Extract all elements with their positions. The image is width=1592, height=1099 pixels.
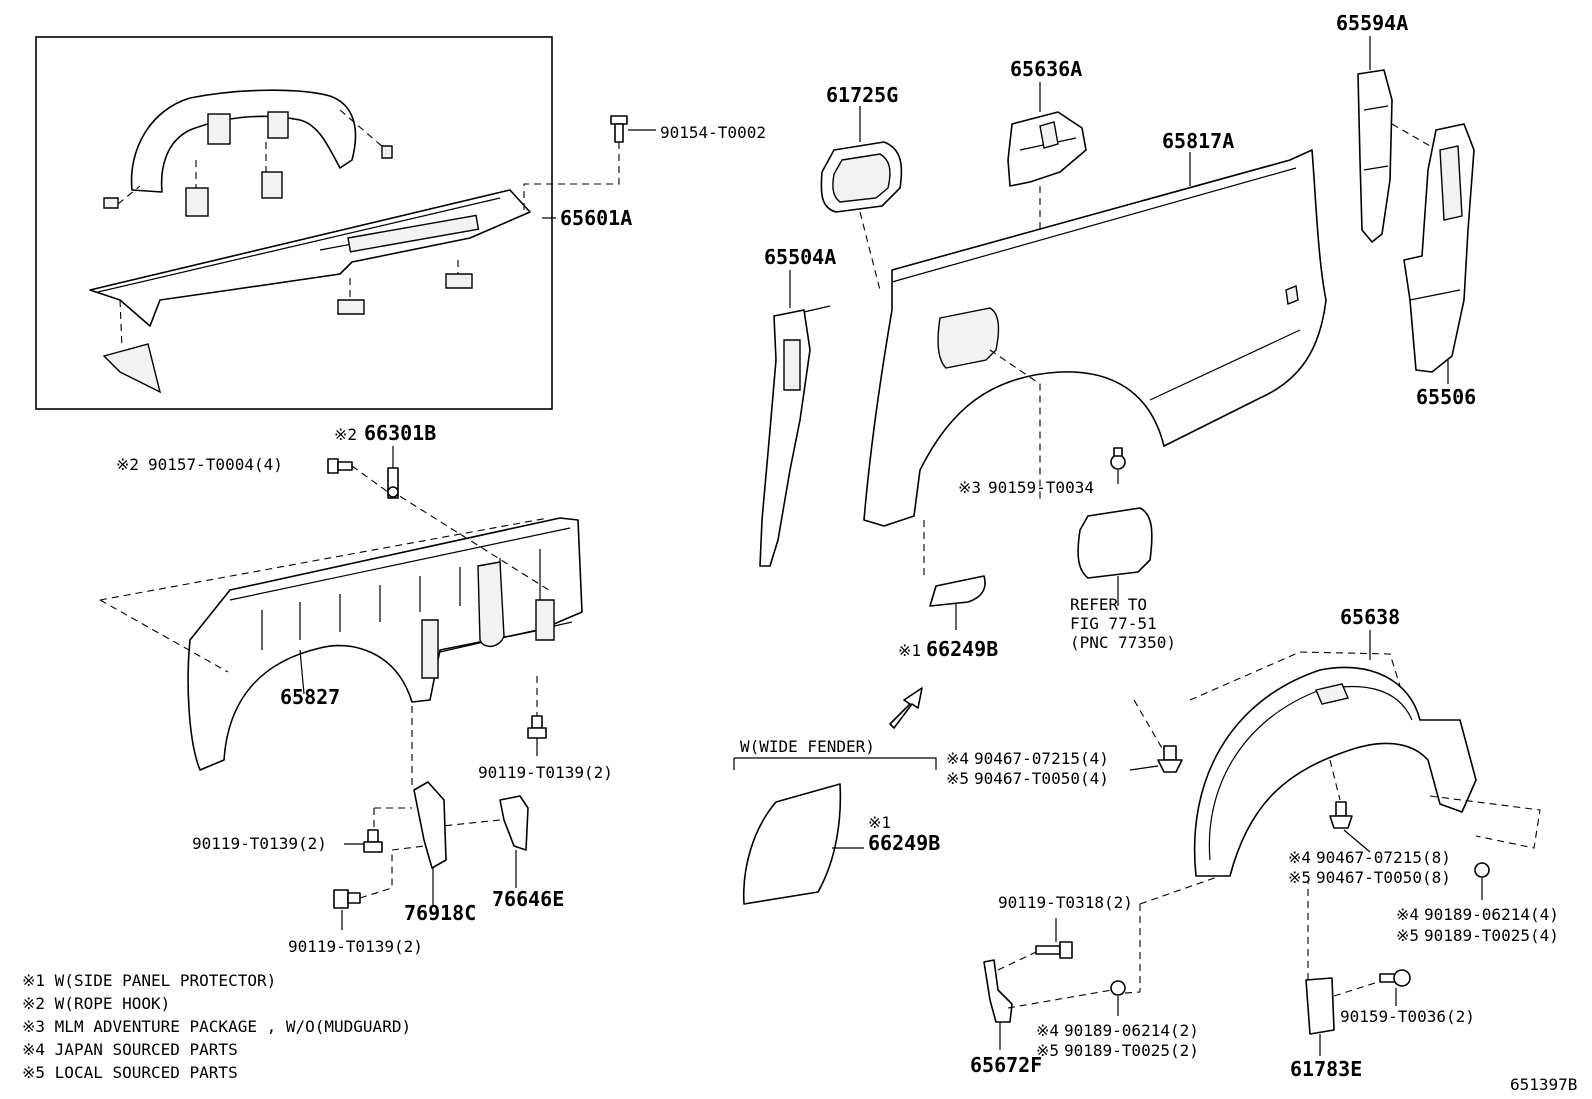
label-76646E: 76646E <box>492 887 564 911</box>
label-90154-T0002: 90154-T0002 <box>660 123 766 142</box>
clip-90119-mid-icon <box>363 829 383 853</box>
mark-90189-a2: ※5 <box>1396 926 1419 945</box>
mark-90157: ※2 <box>116 455 139 474</box>
mark-90467-a1: ※4 <box>946 749 969 768</box>
label-90467-b2: 90467-T0050(8) <box>1316 868 1451 887</box>
label-61725G: 61725G <box>826 83 898 107</box>
label-wide-fender: W(WIDE FENDER) <box>740 737 875 756</box>
clip-90467-b-icon <box>1329 801 1353 829</box>
mark-90189-b2: ※5 <box>1036 1041 1059 1060</box>
clip-90119-low-icon <box>333 850 393 909</box>
part-65601A-drawing <box>89 89 531 394</box>
label-90159-T0034: 90159-T0034 <box>988 478 1094 497</box>
part-65672F-drawing <box>983 959 1013 1023</box>
label-65506: 65506 <box>1416 385 1476 409</box>
label-90467-b1: 90467-07215(8) <box>1316 848 1451 867</box>
mark-90189-b1: ※4 <box>1036 1021 1059 1040</box>
arrow-icon <box>889 687 923 729</box>
part-66249B-small-drawing <box>929 575 986 607</box>
label-90119-T0139-mid: 90119-T0139(2) <box>192 834 327 853</box>
figure-id: 651397B <box>1510 1075 1577 1094</box>
label-66249B-b: 66249B <box>868 831 940 855</box>
mark-90159-T0034: ※3 <box>958 478 981 497</box>
fuel-lid-icon <box>1077 507 1153 579</box>
clip-90159-T0034-icon <box>1110 447 1126 470</box>
refer-line-3: (PNC 77350) <box>1070 633 1176 652</box>
clip-90467-a-icon <box>1157 745 1183 773</box>
part-65827-drawing <box>187 517 583 771</box>
part-61725G-drawing <box>820 141 903 213</box>
label-65636A: 65636A <box>1010 57 1082 81</box>
nut-90189-a-icon <box>1474 862 1490 878</box>
mark-90467-b2: ※5 <box>1288 868 1311 887</box>
label-90157-T0004: 90157-T0004(4) <box>148 455 283 474</box>
label-90119-T0139-low: 90119-T0139(2) <box>288 937 423 956</box>
screw-90159-T0036-icon <box>1379 969 1411 987</box>
mark-66301B: ※2 <box>334 425 357 444</box>
note-2: ※2 W(ROPE HOOK) <box>22 994 170 1013</box>
part-76918C-drawing <box>413 781 447 869</box>
label-65827: 65827 <box>280 685 340 709</box>
label-65601A: 65601A <box>560 206 632 230</box>
part-65504A-drawing <box>759 305 831 567</box>
label-66249B-a: 66249B <box>926 637 998 661</box>
label-66301B: 66301B <box>364 421 436 445</box>
label-76918C: 76918C <box>404 901 476 925</box>
nut-90189-b-icon <box>1110 980 1126 996</box>
part-65817A-drawing <box>863 149 1327 527</box>
part-65594A-drawing <box>1357 69 1393 243</box>
part-76646E-drawing <box>499 795 529 851</box>
label-90467-a1: 90467-07215(4) <box>974 749 1109 768</box>
part-65638-drawing <box>1193 666 1477 877</box>
mark-66249B-b: ※1 <box>868 813 891 832</box>
label-65504A: 65504A <box>764 245 836 269</box>
label-65594A: 65594A <box>1336 11 1408 35</box>
part-65636A-drawing <box>1007 111 1087 187</box>
part-66249B-wide-drawing <box>742 783 842 905</box>
note-5: ※5 LOCAL SOURCED PARTS <box>22 1063 238 1082</box>
label-61783E: 61783E <box>1290 1057 1362 1081</box>
label-90189-a2: 90189-T0025(4) <box>1424 926 1559 945</box>
mark-90467-b1: ※4 <box>1288 848 1311 867</box>
part-61783E-drawing <box>1305 977 1335 1035</box>
inset-frame <box>35 36 553 410</box>
note-4: ※4 JAPAN SOURCED PARTS <box>22 1040 238 1059</box>
label-90159-T0036: 90159-T0036(2) <box>1340 1007 1475 1026</box>
label-90119-T0139-right: 90119-T0139(2) <box>478 763 613 782</box>
part-65506-drawing <box>1403 123 1475 373</box>
clip-90119-right-icon <box>527 715 547 739</box>
mark-90467-a2: ※5 <box>946 769 969 788</box>
mark-90189-a1: ※4 <box>1396 905 1419 924</box>
label-90189-b2: 90189-T0025(2) <box>1064 1041 1199 1060</box>
refer-line-2: FIG 77-51 <box>1070 614 1157 633</box>
note-1: ※1 W(SIDE PANEL PROTECTOR) <box>22 971 276 990</box>
label-65817A: 65817A <box>1162 129 1234 153</box>
mark-66249B-a: ※1 <box>898 641 921 660</box>
notes-legend: ※1 W(SIDE PANEL PROTECTOR) ※2 W(ROPE HOO… <box>22 971 411 1082</box>
note-3: ※3 MLM ADVENTURE PACKAGE , W/O(MUDGUARD) <box>22 1017 411 1036</box>
label-90467-a2: 90467-T0050(4) <box>974 769 1109 788</box>
label-90119-T0318: 90119-T0318(2) <box>998 893 1133 912</box>
bolt-90154-icon <box>523 115 628 210</box>
rope-hook-66301B-icon <box>387 467 399 499</box>
label-65672F: 65672F <box>970 1053 1042 1077</box>
refer-line-1: REFER TO <box>1070 595 1147 614</box>
label-90189-b1: 90189-06214(2) <box>1064 1021 1199 1040</box>
bolt-90119-T0318-icon <box>1035 941 1073 959</box>
bolt-90157-icon <box>327 458 389 493</box>
label-65638: 65638 <box>1340 605 1400 629</box>
label-90189-a1: 90189-06214(4) <box>1424 905 1559 924</box>
